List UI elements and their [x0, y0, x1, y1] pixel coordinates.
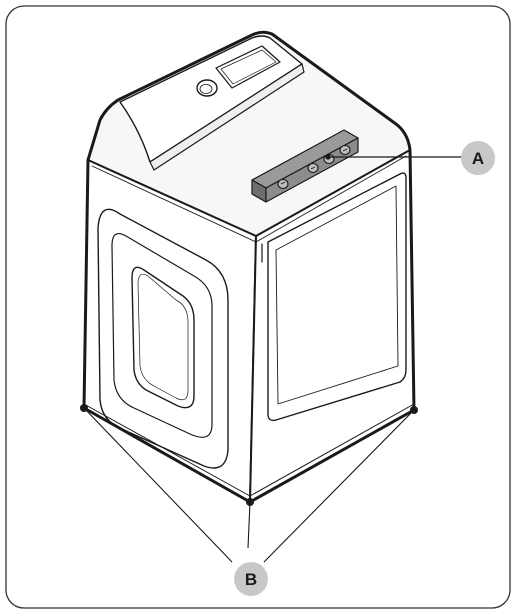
control-panel-front-edge [149, 63, 305, 171]
bubble-mark-4 [342, 148, 348, 152]
callout-b-leader-center [247, 501, 251, 549]
bubble-mark-2 [310, 166, 316, 170]
leveling-foot-right [410, 406, 418, 414]
callout-b-leaders [83, 407, 415, 563]
callout-a-label: A [472, 149, 484, 168]
leveling-bubble-1 [277, 178, 289, 190]
control-display [215, 45, 281, 89]
side-door-outer [97, 208, 229, 469]
base-line-left [83, 403, 251, 497]
front-door-inner [275, 185, 399, 405]
front-door [267, 172, 407, 422]
leveling-tool [251, 129, 359, 203]
callout-b-leader-left [83, 407, 233, 563]
control-display-inner [220, 49, 277, 85]
leveling-foot-front [246, 498, 254, 506]
leveling-foot-left [80, 404, 88, 412]
dryer-appliance [82, 30, 416, 504]
dryer-outline [82, 30, 416, 504]
side-door-inner-ring [111, 233, 213, 438]
bubble-mark-1 [280, 181, 286, 185]
base-line-right [249, 403, 415, 497]
lid-edge-line [91, 155, 407, 243]
callout-b-label: B [245, 570, 257, 589]
callout-b-circle [234, 562, 268, 596]
callout-a: A [461, 141, 495, 175]
callout-a-circle [461, 141, 495, 175]
control-knob-inner [199, 84, 213, 95]
frame-border [5, 5, 511, 609]
callout-a-anchor [325, 154, 331, 160]
callout-b-leader-right [263, 409, 415, 563]
side-door-window-inner [137, 273, 189, 401]
side-door-window [131, 266, 195, 409]
callout-b: B [234, 562, 268, 596]
